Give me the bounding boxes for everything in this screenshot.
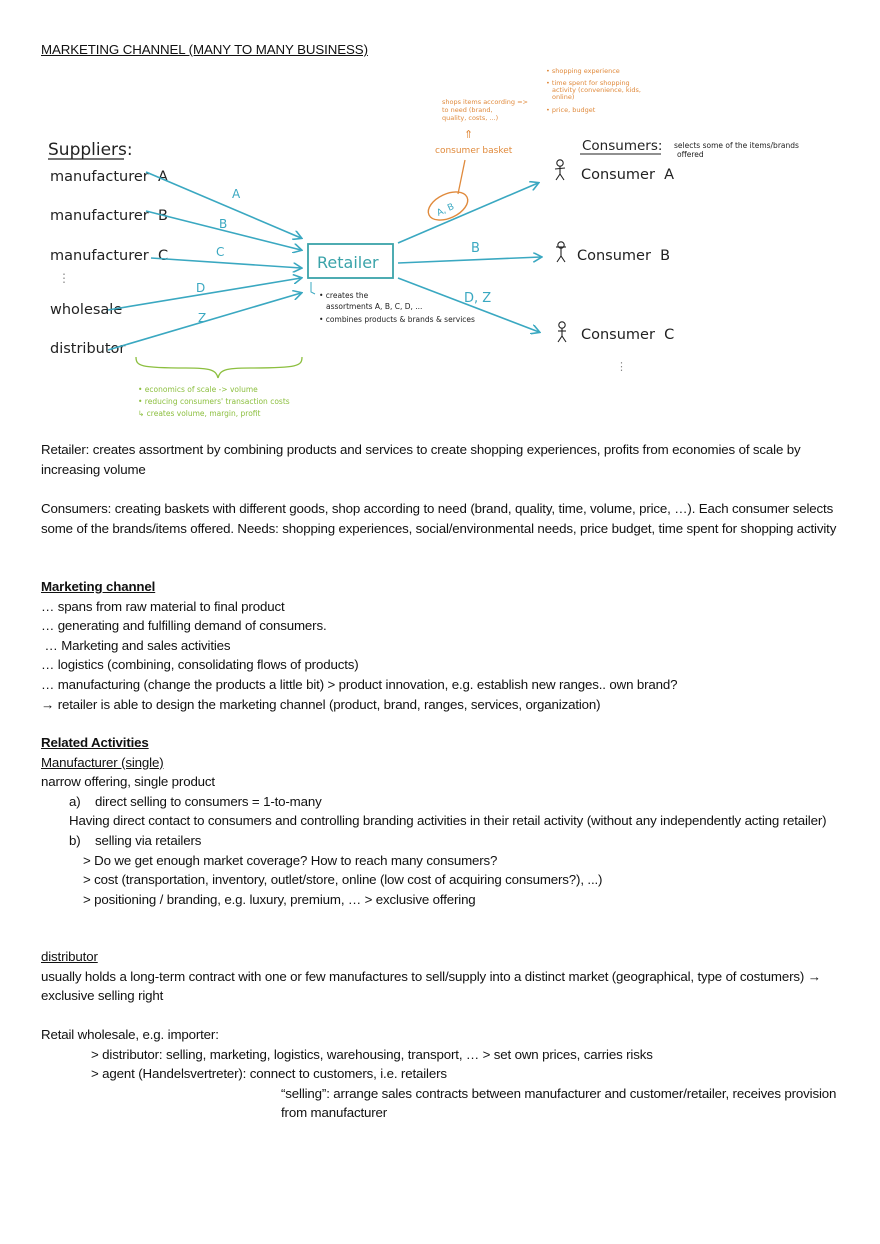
arrow-label-c: C bbox=[216, 245, 224, 259]
item-b-text: selling via retailers bbox=[95, 832, 202, 848]
arrow-label-d: D bbox=[196, 281, 205, 295]
mc-line: … manufacturing (change the products a l… bbox=[41, 676, 678, 692]
mc-line: … generating and fulfilling demand of co… bbox=[41, 618, 327, 634]
marketing-channel-heading: Marketing channel bbox=[41, 579, 156, 594]
suppliers-heading: Suppliers: bbox=[48, 140, 133, 160]
consumer-c-label: Consumer C bbox=[581, 327, 674, 343]
retailer-label: Retailer bbox=[317, 253, 379, 272]
need-3: • price, budget bbox=[546, 106, 596, 114]
need-1: • shopping experience bbox=[546, 67, 620, 75]
distributor-section: distributor usually holds a long-term co… bbox=[41, 947, 846, 1006]
benefit-2: • reducing consumers' transaction costs bbox=[138, 397, 290, 406]
item-a-label: a) bbox=[69, 793, 81, 809]
retail-wholesale-section: Retail wholesale, e.g. importer: > distr… bbox=[41, 1025, 846, 1123]
item-b-label: b) bbox=[69, 832, 81, 848]
arrow-label-a: A bbox=[232, 187, 241, 201]
consumers-note-2: offered bbox=[677, 150, 704, 159]
wholesale-agent-line: > agent (Handelsvertreter): connect to c… bbox=[91, 1066, 447, 1082]
item-b-point: > positioning / branding, e.g. luxury, p… bbox=[83, 891, 476, 907]
svg-text:⇑: ⇑ bbox=[464, 128, 473, 141]
supplier-manufacturer-a: manufacturer A bbox=[50, 169, 168, 185]
marketing-channel-section: Marketing channel … spans from raw mater… bbox=[41, 577, 846, 714]
related-activities-section: Related Activities Manufacturer (single)… bbox=[41, 733, 846, 909]
consumer-basket-label: consumer basket bbox=[435, 146, 513, 156]
supplier-wholesale: wholesale bbox=[50, 302, 122, 318]
mc-line: … logistics (combining, consolidating fl… bbox=[41, 657, 359, 673]
benefit-3: ↳ creates volume, margin, profit bbox=[138, 409, 261, 418]
supplier-distributor: distributor bbox=[50, 341, 125, 357]
item-a-text: direct selling to consumers = 1-to-many bbox=[95, 793, 322, 809]
wholesale-selling-line: “selling”: arrange sales contracts betwe… bbox=[281, 1085, 837, 1121]
basket-note-1: shops items according => bbox=[442, 98, 528, 106]
supplier-manufacturer-c: manufacturer C bbox=[50, 248, 168, 264]
consumers-paragraph: Consumers: creating baskets with differe… bbox=[41, 501, 837, 536]
svg-text:⋮: ⋮ bbox=[58, 271, 70, 285]
need-2b: activity (convenience, kids, bbox=[552, 86, 641, 94]
item-b-point: > Do we get enough market coverage? How … bbox=[83, 852, 498, 868]
consumer-figure-icon bbox=[554, 159, 567, 343]
consumer-a-label: Consumer A bbox=[581, 167, 674, 183]
retail-wholesale-heading: Retail wholesale, e.g. importer: bbox=[41, 1027, 219, 1042]
retailer-paragraph: Retailer: creates assortment by combinin… bbox=[41, 442, 801, 477]
marketing-channel-diagram: Suppliers: manufacturer A manufacturer B… bbox=[48, 67, 799, 418]
consumers-note-1: selects some of the items/brands bbox=[674, 141, 799, 150]
manufacturer-intro: narrow offering, single product bbox=[41, 774, 215, 790]
item-a-detail: Having direct contact to consumers and c… bbox=[69, 813, 827, 829]
svg-text:⋮: ⋮ bbox=[616, 360, 627, 373]
arrow-label-z: Z bbox=[198, 311, 206, 325]
distributor-heading: distributor bbox=[41, 949, 98, 964]
mc-line: … Marketing and sales activities bbox=[41, 637, 231, 653]
arrow-label-b: B bbox=[219, 217, 227, 231]
distributor-text: usually holds a long-term contract with … bbox=[41, 968, 821, 1004]
supplier-manufacturer-b: manufacturer B bbox=[50, 208, 168, 224]
page-title: MARKETING CHANNEL (MANY TO MANY BUSINESS… bbox=[41, 42, 368, 57]
manufacturer-heading: Manufacturer (single) bbox=[41, 754, 164, 770]
basket-note-3: quality, costs, ...) bbox=[442, 114, 498, 122]
consumer-arrow-label-dz: D, Z bbox=[464, 291, 491, 306]
retailer-note-2: assortments A, B, C, D, ... bbox=[326, 302, 422, 311]
consumer-arrow-label-b: B bbox=[471, 241, 480, 256]
basket-note-2: to need (brand, bbox=[442, 106, 493, 114]
item-b-point: > cost (transportation, inventory, outle… bbox=[83, 872, 603, 888]
mc-line: … spans from raw material to final produ… bbox=[41, 598, 285, 614]
retailer-note-3: • combines products & brands & services bbox=[319, 315, 475, 324]
mc-line: → retailer is able to design the marketi… bbox=[41, 696, 601, 712]
related-activities-heading: Related Activities bbox=[41, 735, 149, 750]
benefit-1: • economics of scale -> volume bbox=[138, 385, 258, 394]
wholesale-distributor-line: > distributor: selling, marketing, logis… bbox=[91, 1046, 653, 1062]
retailer-note-1: • creates the bbox=[319, 291, 369, 300]
consumers-heading: Consumers: bbox=[582, 138, 662, 154]
need-2: • time spent for shopping bbox=[546, 79, 630, 87]
consumer-b-label: Consumer B bbox=[577, 248, 670, 264]
need-2c: online) bbox=[552, 93, 574, 101]
